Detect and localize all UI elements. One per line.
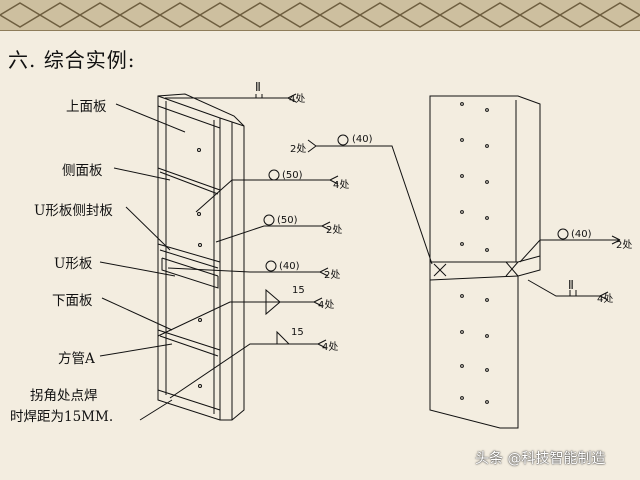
weld-50-value: (50) (282, 170, 303, 181)
label-side-panel: 侧面板 (62, 163, 103, 179)
weld-top-symbol: Ⅱ (255, 80, 261, 94)
weld-15a-count: 4处 (318, 300, 335, 311)
weld-circle-left-3 (265, 260, 277, 272)
left-cabinet-drawing (157, 93, 245, 421)
label-square-tube: 方管A (58, 351, 95, 367)
label-u-side-seal: U形板侧封板 (34, 203, 113, 219)
label-bottom-panel: 下面板 (52, 293, 93, 309)
note-line-1: 拐角处点焊 (30, 388, 98, 404)
weld-circle-right-top (337, 134, 349, 146)
left-weld-leaders (157, 93, 339, 399)
right-weld-leaders (307, 139, 621, 301)
weld-right-top-value: (40) (352, 134, 373, 145)
weld-top-count: 4处 (289, 94, 306, 105)
left-leader-lines (99, 103, 186, 421)
label-u-panel: U形板 (54, 256, 93, 272)
weld-circle-left-1 (268, 169, 280, 181)
weld-right-mid-value: (40) (571, 229, 592, 240)
weld-50b-value: (50) (277, 215, 298, 226)
weld-15a-value: 15 (292, 285, 305, 296)
weld-15b-value: 15 (291, 327, 304, 338)
weld-circle-right-mid (557, 228, 569, 240)
weld-50-count: 4处 (333, 180, 350, 191)
right-cabinet-drawing (429, 95, 541, 429)
weld-circle-left-2 (263, 214, 275, 226)
decorative-border (0, 0, 640, 31)
weld-40-count: 2处 (324, 270, 341, 281)
weld-50b-count: 2处 (326, 225, 343, 236)
watermark: 头条 @科技智能制造 (475, 451, 606, 467)
weld-right-bottom-symbol: Ⅱ (568, 278, 574, 292)
weld-right-bottom-count: 4处 (597, 294, 614, 305)
label-top-panel: 上面板 (66, 99, 107, 115)
note-line-2: 时焊距为15MM. (10, 409, 114, 425)
weld-15b-count: 4处 (322, 342, 339, 353)
page-title: 六. 综合实例: (8, 48, 136, 72)
weld-40-value: (40) (279, 261, 300, 272)
weld-right-mid-count: 2处 (616, 240, 633, 251)
weld-right-top-count: 2处 (290, 144, 307, 155)
